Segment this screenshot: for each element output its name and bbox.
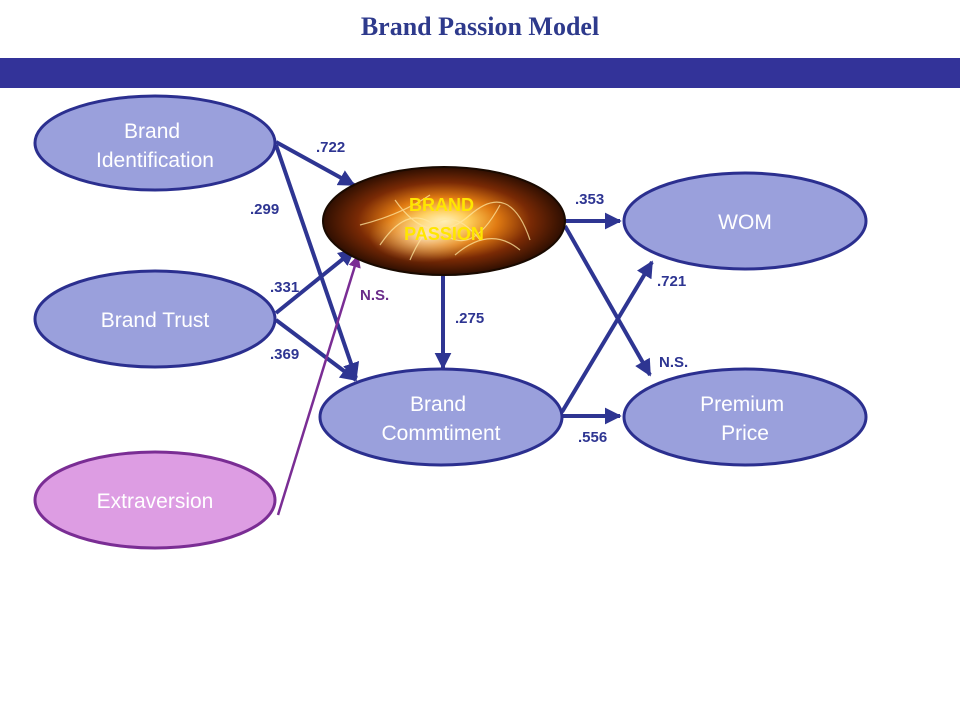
node-premium-price-label-line-2: Price: [721, 422, 769, 445]
coef-passion-to-commitment: .275: [455, 310, 484, 327]
node-brand-commitment: Brand Commtiment: [318, 367, 564, 467]
coef-trust-to-passion: .331: [270, 279, 299, 296]
coefficient-labels: .722 .299 .331 .369 N.S. .275 .353 N.S. …: [250, 139, 688, 446]
arrow-trust-to-passion: [274, 248, 356, 315]
node-extraversion: Extraversion: [33, 450, 277, 550]
page-title: Brand Passion Model: [360, 12, 600, 41]
arrow-identification-to-commitment: [274, 144, 360, 380]
arrow-passion-to-premium-price: [563, 225, 652, 377]
header-band: [0, 58, 960, 88]
node-wom: WOM: [622, 171, 868, 271]
coef-commitment-to-wom: .721: [657, 273, 686, 290]
svg-text:BRAND PASSION: BRAND PASSION: [404, 195, 484, 244]
coef-commitment-to-premium-price: .556: [578, 429, 607, 446]
coef-passion-to-wom: .353: [575, 191, 604, 208]
node-premium-price: Premium Price: [622, 367, 868, 467]
svg-text:Brand Identification: Brand Identification: [96, 120, 214, 172]
node-brand-commitment-label-line-2: Commtiment: [381, 422, 500, 445]
arrows-layer: [274, 140, 654, 516]
coef-trust-to-commitment: .369: [270, 346, 299, 363]
arrow-commitment-to-wom: [560, 260, 654, 414]
coef-extraversion-to-passion: N.S.: [360, 287, 389, 304]
node-brand-trust: Brand Trust: [33, 269, 277, 369]
node-wom-label: WOM: [718, 211, 772, 234]
node-brand-identification: Brand Identification: [33, 94, 277, 192]
node-brand-passion-label-line-2: PASSION: [404, 224, 484, 244]
node-brand-passion-label-line-1: BRAND: [409, 195, 474, 215]
svg-text:Premium Price: Premium Price: [700, 393, 790, 445]
coef-passion-to-premium-price: N.S.: [659, 354, 688, 371]
node-brand-commitment-label-line-1: Brand: [410, 393, 466, 416]
arrow-identification-to-passion: [275, 140, 356, 187]
coef-identification-to-commitment: .299: [250, 201, 279, 218]
node-premium-price-label-line-1: Premium: [700, 393, 784, 416]
node-brand-trust-label: Brand Trust: [101, 309, 210, 332]
node-brand-passion: BRAND PASSION: [322, 166, 566, 276]
arrow-extraversion-to-passion: [276, 254, 361, 516]
node-extraversion-label: Extraversion: [97, 490, 214, 513]
coef-identification-to-passion: .722: [316, 139, 345, 156]
arrow-trust-to-commitment: [274, 318, 358, 382]
node-brand-identification-label-line-1: Brand: [124, 120, 180, 143]
node-brand-identification-label-line-2: Identification: [96, 149, 214, 172]
svg-text:Brand Commtiment: Brand Commtiment: [381, 393, 500, 445]
